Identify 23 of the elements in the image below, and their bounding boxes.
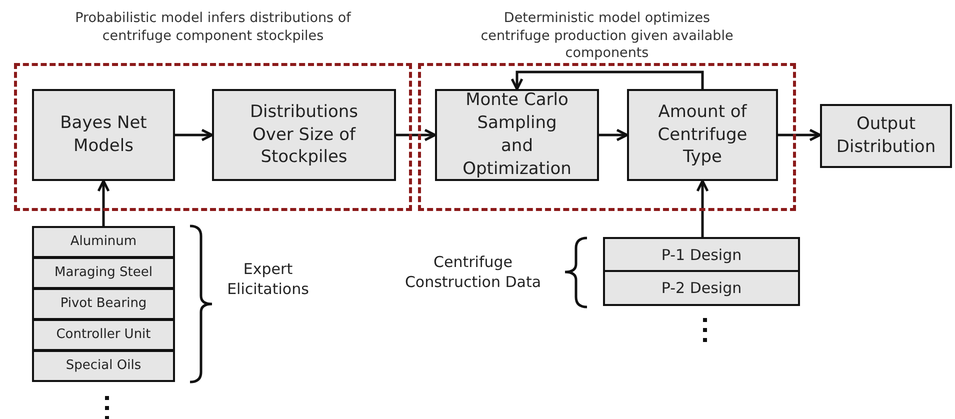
list-box: P-2 Design — [603, 270, 800, 306]
list-box: P-1 Design — [603, 237, 800, 272]
process-box: Output Distribution — [820, 104, 952, 168]
bracket-label: Expert Elicitations — [226, 260, 310, 299]
list-box: Special Oils — [32, 350, 175, 382]
arrow — [396, 128, 436, 142]
list-box: Controller Unit — [32, 319, 175, 351]
process-box: Distributions Over Size of Stockpiles — [212, 89, 396, 181]
list-box: Maraging Steel — [32, 257, 175, 289]
process-box: Monte Carlo Sampling and Optimization — [435, 89, 599, 181]
group-heading: Probabilistic model infers distributions of centrifuge component stockpiles — [74, 10, 352, 46]
arrow — [778, 128, 822, 142]
bracket-label: Centrifuge Construction Data — [404, 253, 542, 292]
arrow — [510, 70, 704, 90]
list-box: Pivot Bearing — [32, 288, 175, 320]
arrow — [599, 128, 628, 142]
arrow — [97, 180, 110, 226]
arrow — [696, 180, 709, 237]
list-box: Aluminum — [32, 226, 175, 258]
group-heading: Deterministic model optimizes centrifuge production given available components — [480, 10, 734, 63]
process-box: Amount of Centrifuge Type — [627, 89, 778, 181]
arrow — [175, 128, 214, 142]
process-box: Bayes Net Models — [32, 89, 175, 181]
